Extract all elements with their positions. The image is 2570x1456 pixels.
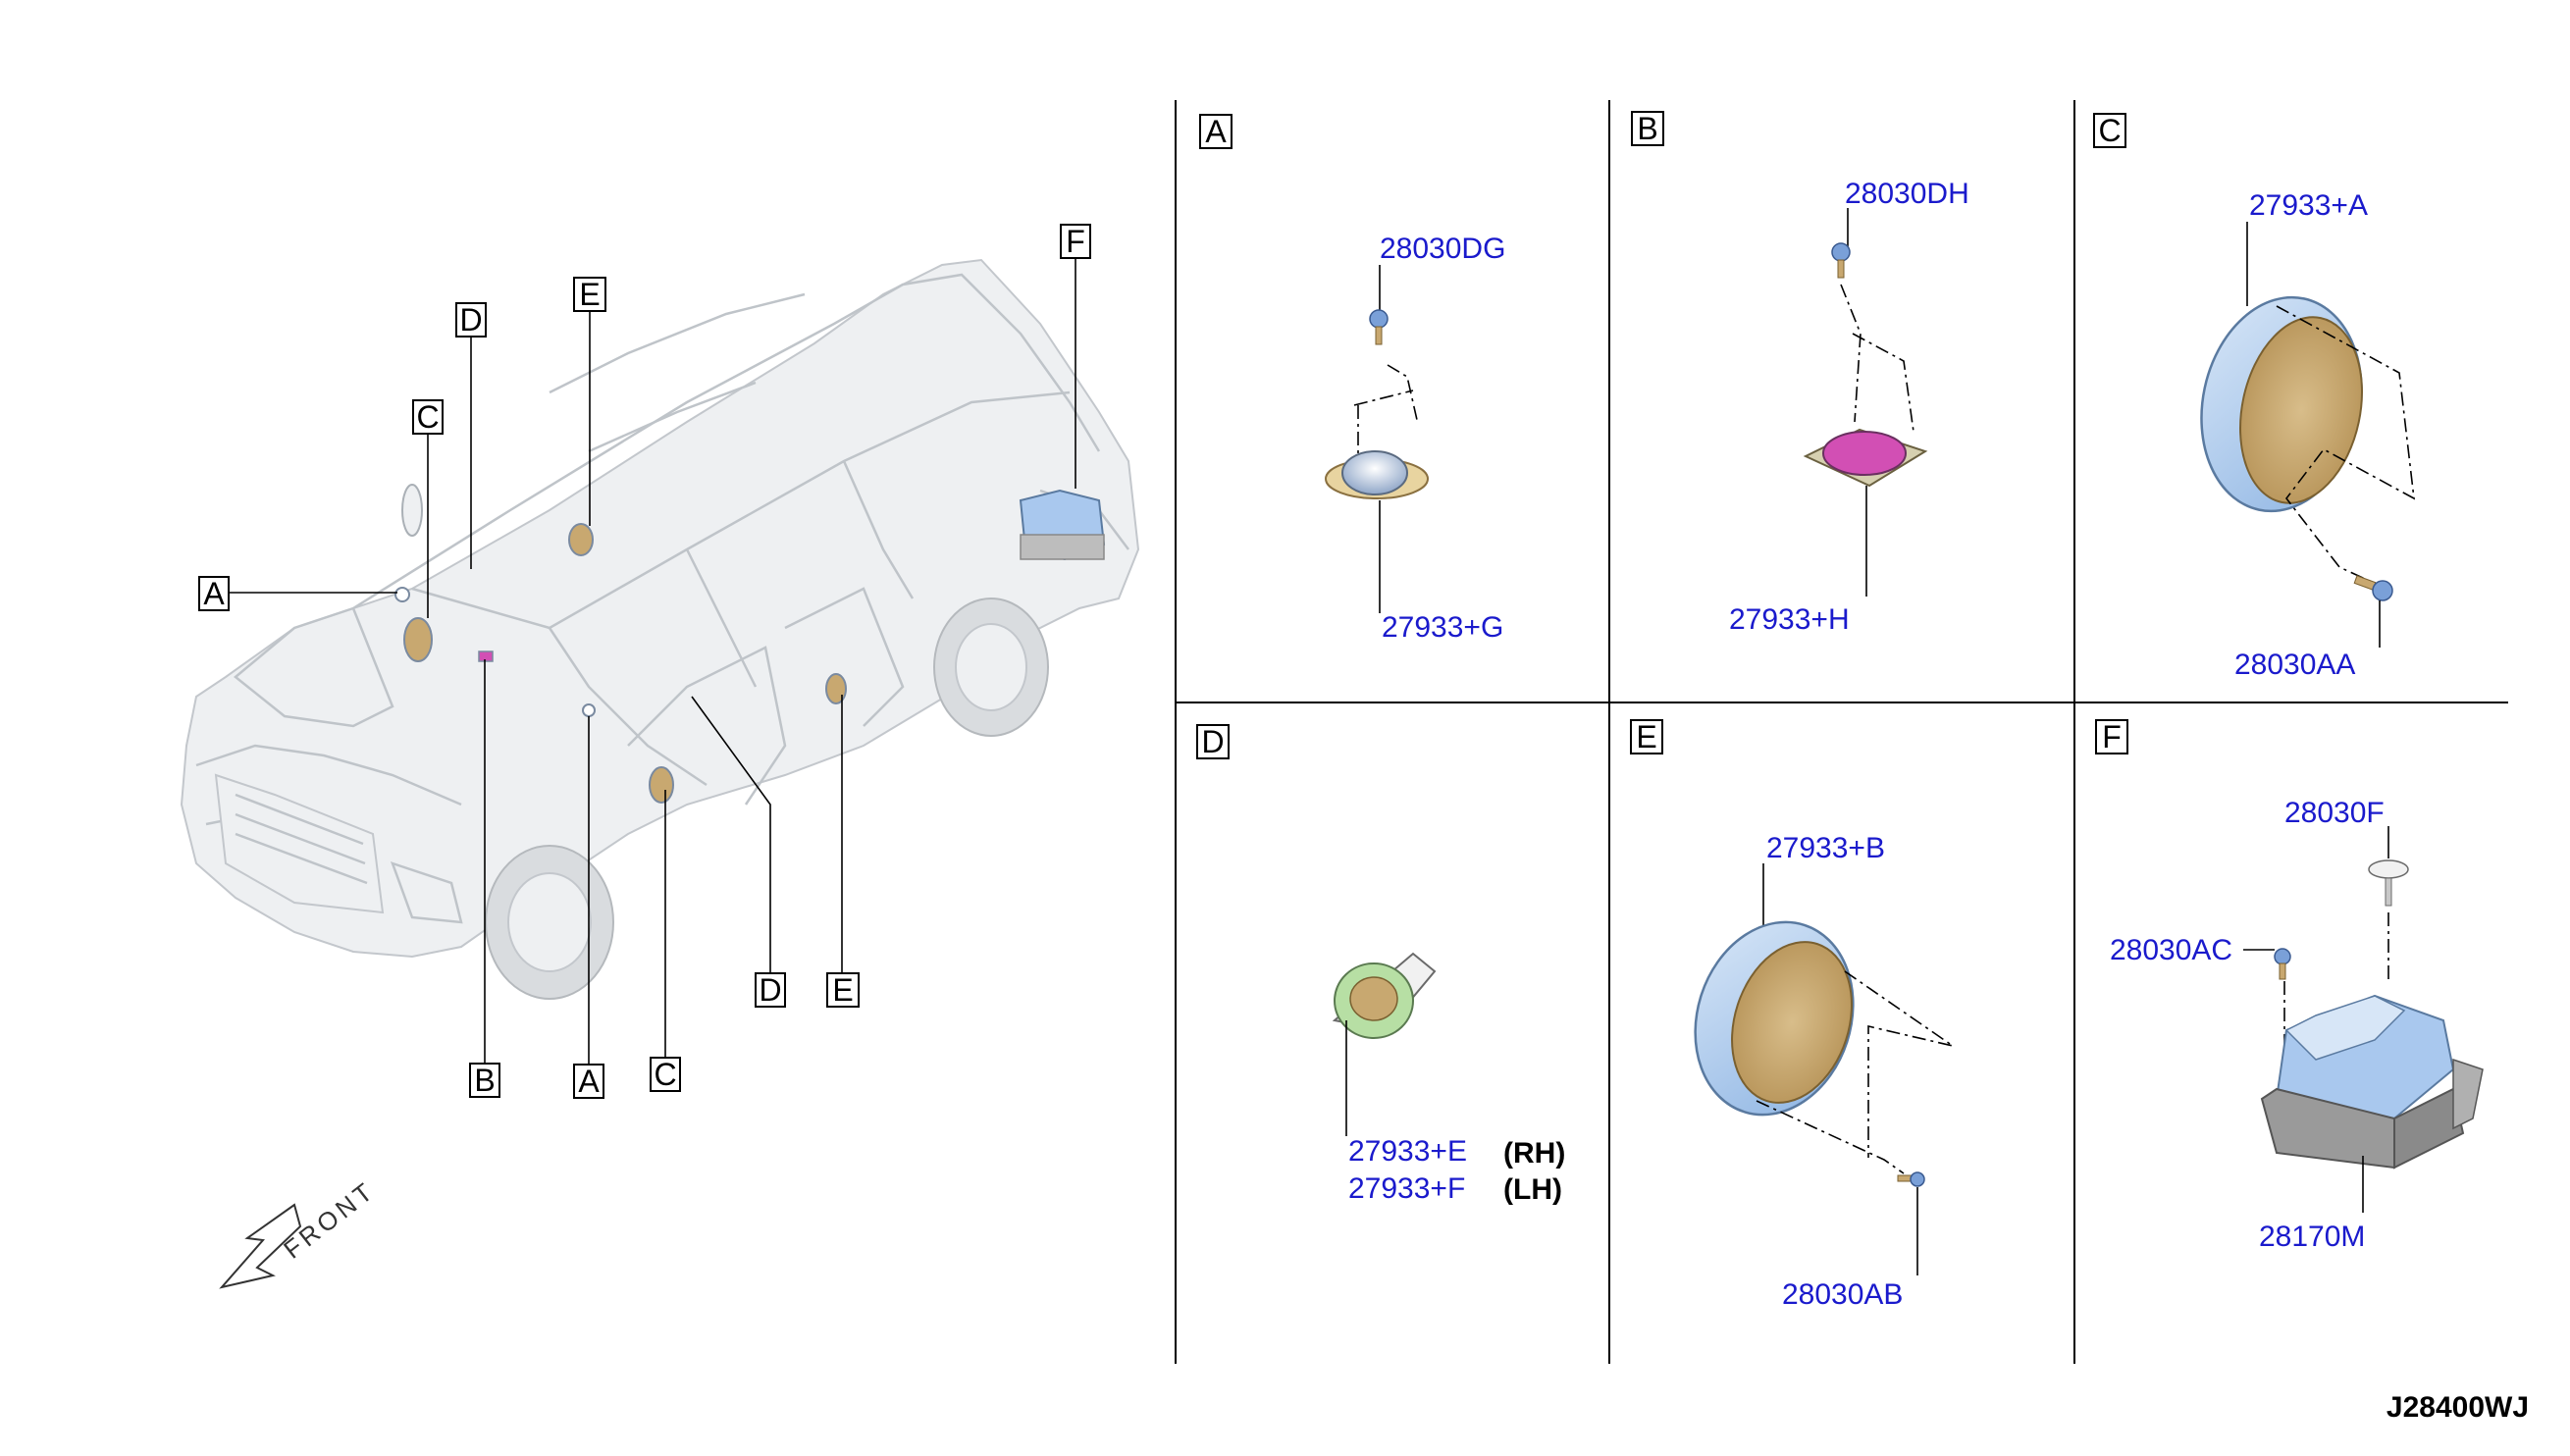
panel-f: F 28030F 28030AC 28170M — [2095, 719, 2484, 1253]
side-label-lh: (LH) — [1503, 1173, 1562, 1206]
callout-box-e-lower: E — [826, 972, 860, 1008]
svg-text:D: D — [759, 972, 781, 1008]
part-number-27933-g: 27933+G — [1382, 611, 1503, 644]
callout-box-b: B — [469, 1063, 500, 1098]
screw-icon — [1831, 242, 1851, 279]
svg-text:E: E — [832, 972, 853, 1008]
callout-box-c-upper: C — [412, 399, 444, 435]
front-arrow-icon: FRONT — [219, 1175, 381, 1289]
part-number-27933-f: 27933+F — [1348, 1172, 1465, 1205]
part-number-27933-h: 27933+H — [1729, 603, 1850, 636]
svg-text:A: A — [203, 576, 225, 611]
car-speaker-c — [403, 617, 433, 662]
svg-text:F: F — [2102, 719, 2122, 754]
part-number-28170m: 28170M — [2259, 1221, 2365, 1253]
callout-box-f: F — [1060, 224, 1091, 259]
callout-box-d-lower: D — [755, 972, 786, 1008]
screw-icon — [1369, 309, 1389, 345]
part-number-28030dh: 28030DH — [1845, 178, 1969, 210]
screw-icon — [2368, 859, 2409, 907]
speaker-icon — [2200, 295, 2363, 513]
part-number-28030dg: 28030DG — [1380, 233, 1505, 265]
screw-icon — [1897, 1171, 1925, 1187]
car-speaker-e — [568, 523, 594, 556]
part-number-28030ac: 28030AC — [2110, 934, 2232, 966]
panel-e: E 27933+B 28030AB — [1630, 719, 1954, 1311]
car-speaker-mirror — [401, 484, 423, 537]
diagram-code: J28400WJ — [2386, 1391, 2529, 1424]
svg-text:A: A — [1205, 114, 1227, 149]
car-tweeter-a — [394, 587, 410, 602]
svg-text:C: C — [2098, 113, 2121, 148]
side-label-rh: (RH) — [1503, 1137, 1565, 1170]
panel-a: A 28030DG 27933+G — [1199, 114, 1505, 644]
screw-icon — [2353, 575, 2393, 601]
part-number-27933-b: 27933+B — [1766, 832, 1885, 864]
svg-text:C: C — [416, 399, 439, 435]
screw-icon — [2274, 948, 2291, 980]
svg-text:D: D — [1201, 724, 1224, 759]
car-speaker-door-front — [649, 766, 674, 804]
subwoofer-icon — [2260, 994, 2484, 1170]
callout-box-a-lower: A — [573, 1064, 604, 1099]
svg-text:E: E — [1636, 719, 1656, 754]
callout-box-d-upper: D — [455, 302, 487, 338]
svg-text:B: B — [1637, 111, 1657, 146]
car-callout-leaders — [228, 258, 1076, 1065]
part-number-28030ab: 28030AB — [1782, 1278, 1903, 1311]
part-number-28030aa: 28030AA — [2234, 649, 2355, 681]
panel-b: B 28030DH 27933+H — [1631, 111, 1969, 636]
panel-grid — [1175, 100, 2508, 1364]
panel-d: D 27933+E (RH) 27933+F (LH) — [1196, 724, 1565, 1206]
panel-c: C 27933+A 28030AA — [2093, 113, 2415, 681]
svg-text:B: B — [474, 1063, 495, 1098]
callout-box-e-upper: E — [573, 277, 606, 312]
part-number-27933-a: 27933+A — [2249, 189, 2368, 222]
tweeter-icon — [1332, 952, 1437, 1039]
vehicle-overview — [180, 258, 1140, 1000]
speaker-icon — [1694, 920, 1855, 1117]
svg-text:D: D — [459, 302, 482, 338]
svg-text:F: F — [1066, 224, 1085, 259]
part-number-28030f: 28030F — [2284, 797, 2385, 829]
car-speaker-door-rear — [825, 673, 847, 704]
part-number-27933-e: 27933+E — [1348, 1135, 1467, 1168]
car-tweeter-b — [478, 650, 494, 662]
callout-box-a-left: A — [198, 576, 230, 611]
callout-box-c-lower: C — [650, 1057, 681, 1092]
tweeter-icon — [1803, 428, 1928, 488]
car-tweeter-a2 — [582, 703, 596, 717]
svg-text:E: E — [579, 277, 600, 312]
svg-text:C: C — [654, 1057, 676, 1092]
svg-text:A: A — [578, 1064, 600, 1099]
tweeter-icon — [1325, 450, 1429, 499]
